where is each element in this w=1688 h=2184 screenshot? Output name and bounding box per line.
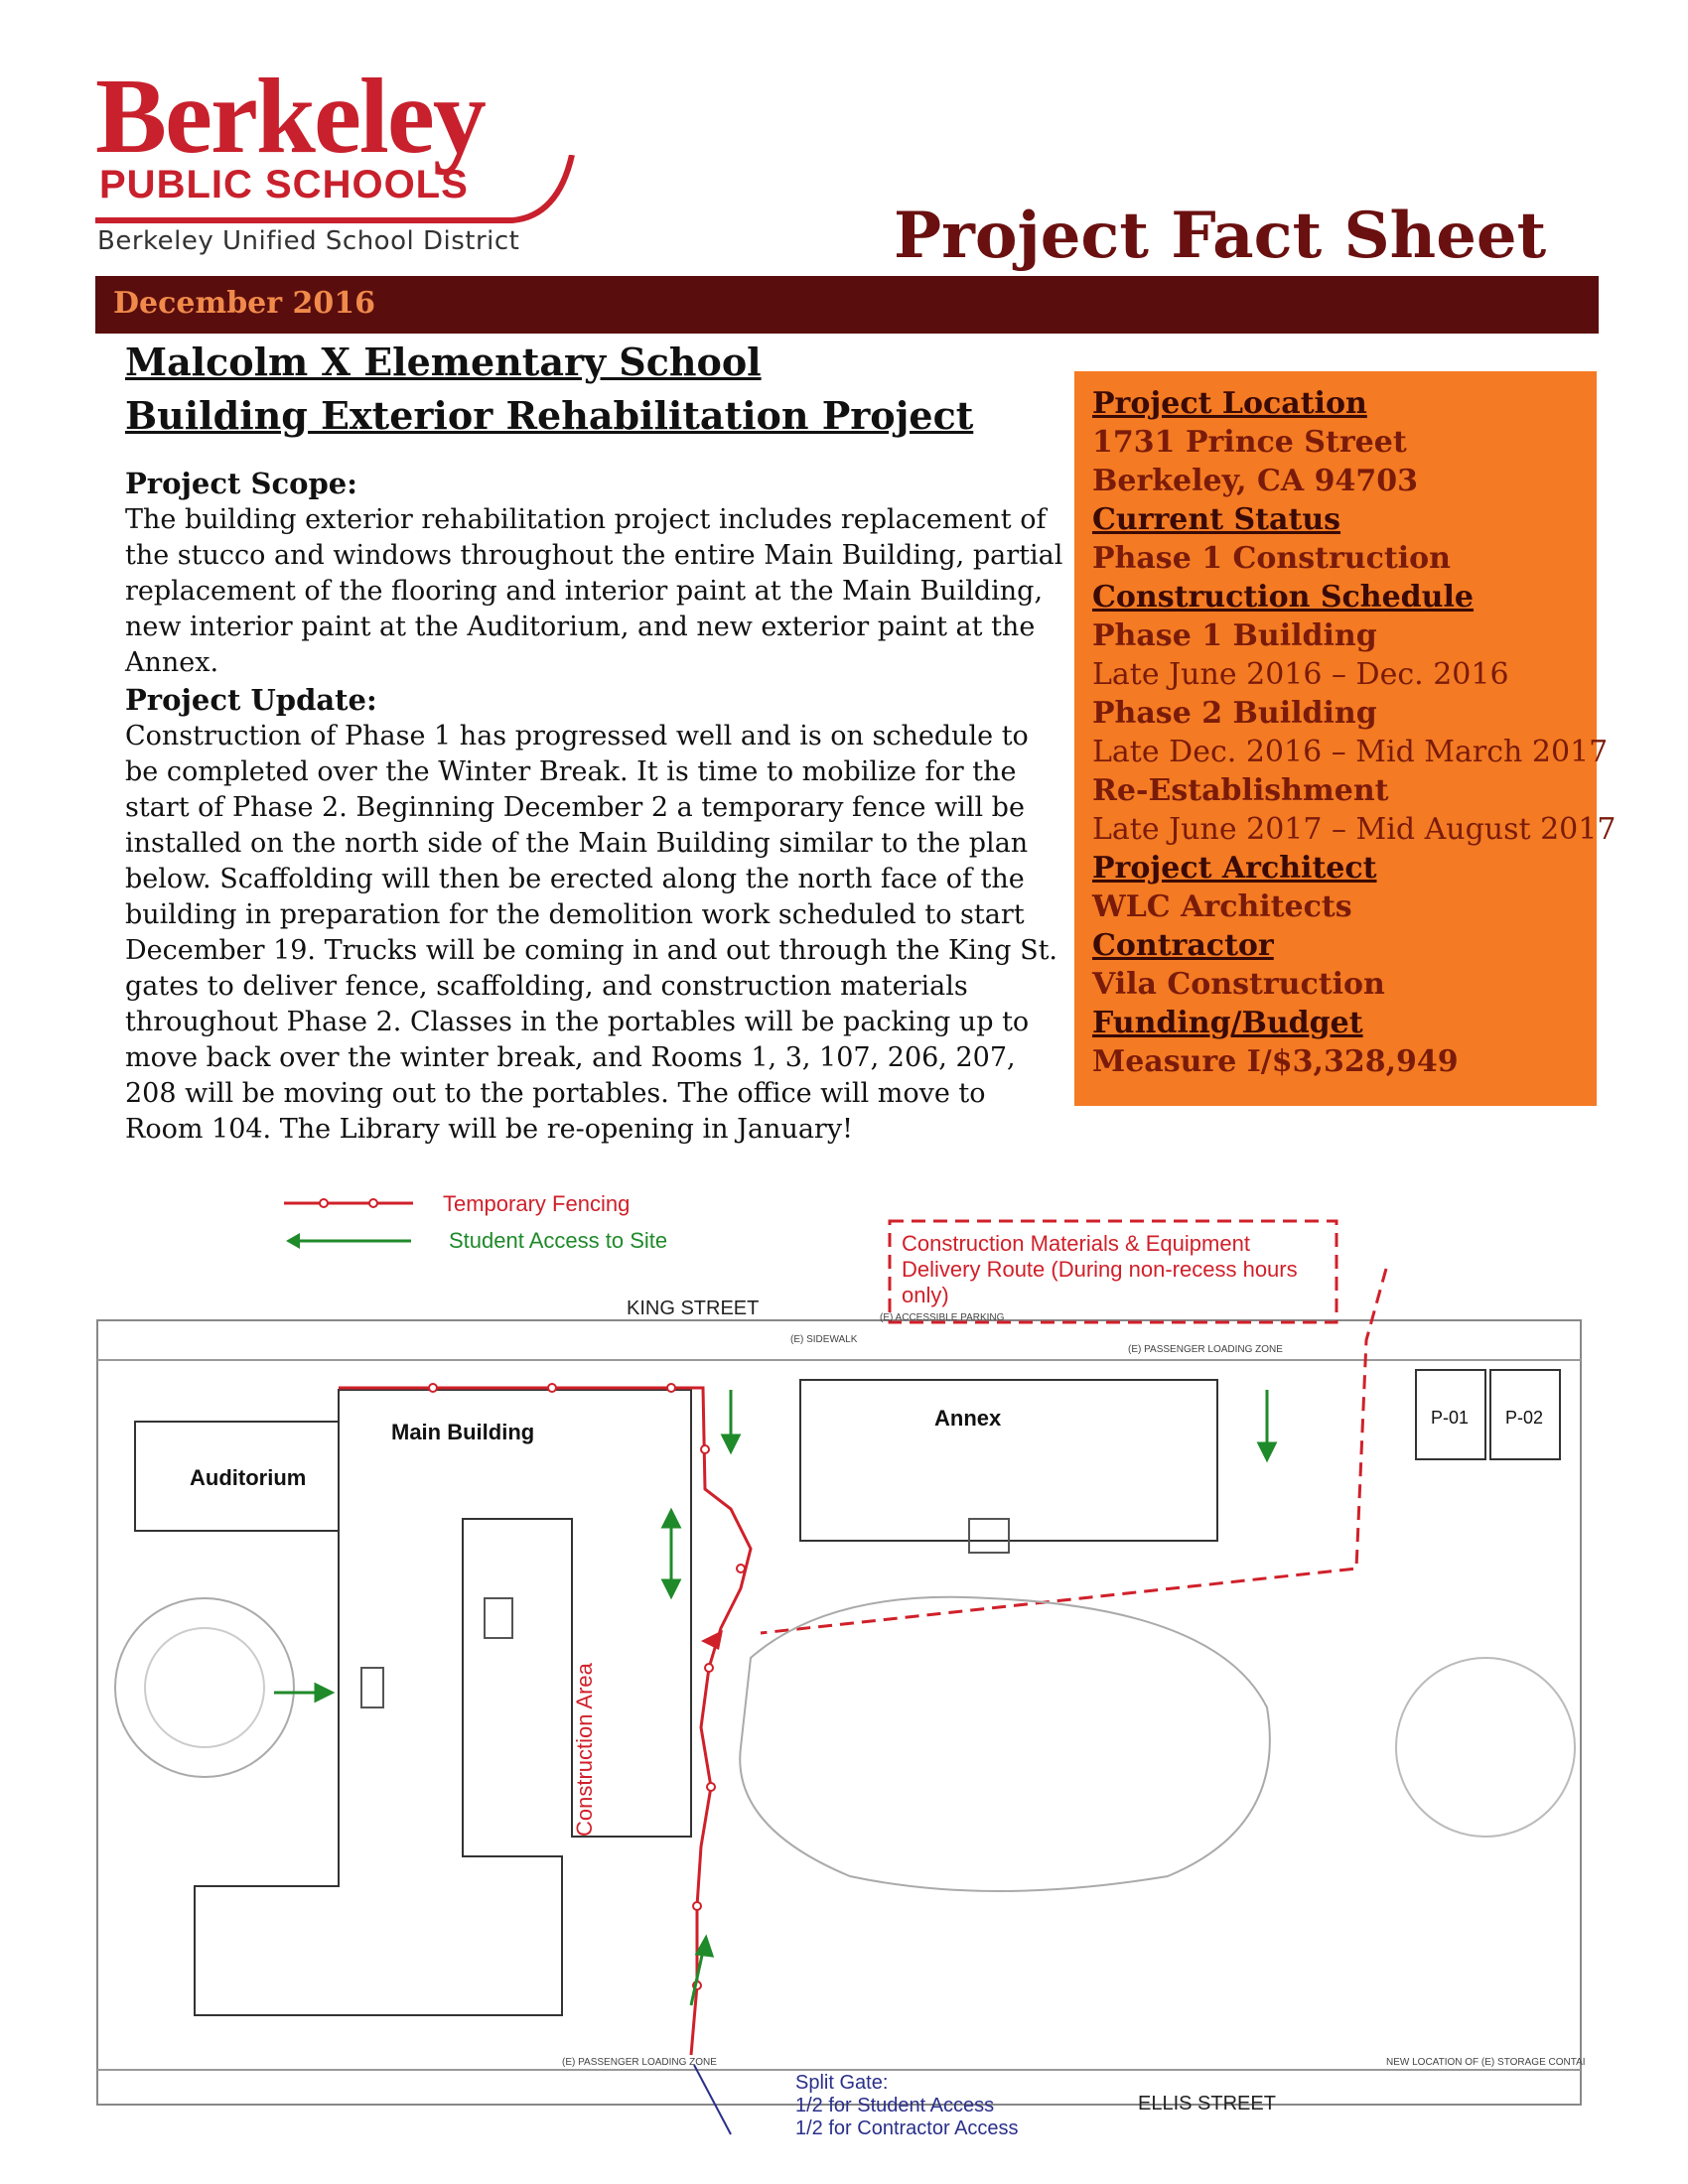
logo-word: Berkeley: [95, 58, 487, 176]
fact-row: Measure I/$3,328,949: [1092, 1044, 1459, 1079]
delivery-route-label-line-1: Construction Materials & Equipment: [902, 1231, 1250, 1256]
fence-post: [704, 1663, 714, 1673]
legend-access-label: Student Access to Site: [449, 1228, 667, 1253]
auditorium-building: [134, 1421, 340, 1532]
split-gate-leader: [693, 2064, 732, 2135]
fact-row: Current Status: [1092, 502, 1341, 537]
logo-swoosh-icon: [95, 155, 575, 223]
delivery-route-path: [760, 1268, 1388, 1635]
split-gate-label-line-3: 1/2 for Contractor Access: [795, 2117, 1019, 2139]
project-title-line-1: Malcolm X Elementary School: [125, 340, 762, 384]
project-update-heading: Project Update:: [125, 683, 377, 717]
annex-building: [799, 1379, 1218, 1542]
project-scope-text: The building exterior rehabilitation pro…: [125, 504, 1063, 678]
project-scope-heading: Project Scope:: [125, 467, 357, 500]
portable-p01: [1415, 1369, 1486, 1460]
passenger-zone-bottom-label: (E) PASSENGER LOADING ZONE: [562, 2057, 717, 2068]
delivery-route-label-line-2: Delivery Route (During non-recess hours: [902, 1257, 1298, 1282]
storage-containers-label: NEW LOCATION OF (E) STORAGE CONTAINERS: [1386, 2057, 1585, 2068]
plan-legend: Temporary Fencing Student Access to Site: [284, 1191, 667, 1253]
fact-row: 1731 Prince Street: [1092, 425, 1407, 460]
page-title: Project Fact Sheet: [894, 199, 1547, 273]
delivery-route-label-line-3: only): [902, 1283, 949, 1307]
concrete-plaza: [114, 1597, 295, 1778]
king-street-label: KING STREET: [627, 1297, 759, 1319]
access-arrow-icon: [660, 1507, 682, 1529]
fact-row: Phase 2 Building: [1092, 696, 1377, 731]
main-building-label: Main Building: [391, 1420, 534, 1444]
fence-post: [428, 1383, 438, 1393]
stair-hatch: [360, 1667, 384, 1708]
passenger-zone-top-label: (E) PASSENGER LOADING ZONE: [1128, 1344, 1283, 1355]
fact-row: Project Location: [1092, 386, 1367, 421]
split-gate-label-line-1: Split Gate:: [795, 2072, 888, 2094]
access-arrow-icon: [720, 1433, 742, 1455]
date-label: December 2016: [113, 286, 376, 321]
fact-row: Berkeley, CA 94703: [1092, 464, 1419, 498]
project-title: Malcolm X Elementary School Building Ext…: [125, 336, 973, 443]
split-gate-label-line-2: 1/2 for Student Access: [795, 2095, 994, 2116]
access-line: [689, 1950, 705, 2006]
fence-post: [736, 1564, 746, 1573]
access-arrow-icon: [660, 1578, 682, 1600]
delivery-route-box: [888, 1219, 1338, 1324]
fact-row: Project Architect: [1092, 851, 1377, 886]
ellis-street-label: ELLIS STREET: [1138, 2093, 1276, 2115]
legend-fence-post: [319, 1198, 329, 1208]
hard-court: [1395, 1657, 1576, 1838]
site-boundary: [96, 1319, 1582, 2106]
project-scope-section: Project Scope: The building exterior reh…: [125, 465, 1068, 681]
district-logo: Berkeley PUBLIC SCHOOLS Berkeley Unified…: [95, 64, 575, 268]
fact-row: Late June 2016 – Dec. 2016: [1092, 657, 1509, 692]
concrete-plaza-inner: [144, 1627, 265, 1748]
logo-district: Berkeley Unified School District: [97, 226, 520, 256]
construction-area-label: Construction Area: [572, 1662, 597, 1837]
project-title-line-2: Building Exterior Rehabilitation Project: [125, 393, 974, 438]
date-banner: December 2016: [95, 276, 1599, 334]
legend-fencing-label: Temporary Fencing: [443, 1191, 630, 1216]
access-arrow-icon: [694, 1934, 715, 1958]
annex-stair-hatch: [968, 1518, 1010, 1554]
stair-hatch: [484, 1597, 513, 1639]
main-building: [194, 1389, 692, 2016]
project-update-text: Construction of Phase 1 has progressed w…: [125, 721, 1058, 1145]
fence-post: [547, 1383, 557, 1393]
fact-row: WLC Architects: [1092, 889, 1352, 924]
fence-post: [666, 1383, 676, 1393]
temporary-fence-posts: [428, 1383, 746, 1990]
fact-row: Late Dec. 2016 – Mid March 2017: [1092, 735, 1609, 769]
fact-row: Vila Construction: [1092, 967, 1385, 1002]
fact-row: Re-Establishment: [1092, 773, 1389, 808]
portable-p02-label: P-02: [1505, 1408, 1543, 1428]
access-arrow-icon: [1256, 1441, 1278, 1463]
fact-row: Late June 2017 – Mid August 2017: [1092, 812, 1617, 847]
project-update-section: Project Update: Construction of Phase 1 …: [125, 681, 1068, 1148]
accessible-parking-label: (E) ACCESSIBLE PARKING: [880, 1312, 1005, 1323]
temporary-fence-line: [339, 1386, 753, 2056]
legend-fence-post: [368, 1198, 378, 1208]
fact-row: Phase 1 Construction: [1092, 541, 1451, 576]
portable-p01-label: P-01: [1431, 1408, 1469, 1428]
annex-label: Annex: [934, 1406, 1002, 1431]
fact-row: Phase 1 Building: [1092, 618, 1377, 653]
fact-row: Funding/Budget: [1092, 1006, 1363, 1040]
site-plan-diagram: Temporary Fencing Student Access to Site…: [96, 1191, 1585, 2139]
legend-access-arrow-icon: [286, 1233, 300, 1249]
fence-post: [700, 1444, 710, 1454]
auditorium-label: Auditorium: [190, 1465, 306, 1490]
fact-row: Construction Schedule: [1092, 580, 1474, 614]
fact-row: Contractor: [1092, 928, 1274, 963]
play-yard: [739, 1595, 1271, 1892]
fence-post: [706, 1782, 716, 1792]
logo-subtitle: PUBLIC SCHOOLS: [99, 163, 469, 206]
fence-post: [692, 1901, 702, 1911]
access-arrow-icon: [314, 1682, 336, 1704]
sidewalk-label: (E) SIDEWALK: [790, 1334, 858, 1345]
portable-p02: [1489, 1369, 1561, 1460]
student-access-arrows: [274, 1390, 1278, 2006]
